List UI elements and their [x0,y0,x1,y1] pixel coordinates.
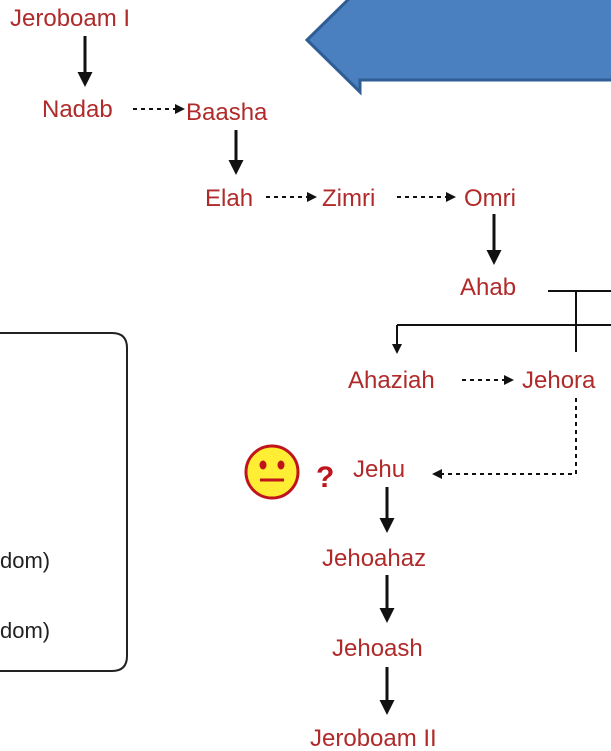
legend-box [0,332,128,672]
king-nadab: Nadab [42,96,113,123]
king-jeroboam-i: Jeroboam I [10,5,130,32]
king-jehoram: Jehora [522,367,596,394]
dashed-arrow-jehoram-jehu [432,398,577,479]
king-elah: Elah [205,185,253,212]
king-jehoahaz: Jehoahaz [322,545,426,572]
question-mark: ? [316,461,334,494]
double-arrow-banner [304,0,611,96]
king-ahaziah: Ahaziah [348,367,435,394]
king-zimri: Zimri [322,185,375,212]
king-jeroboam-ii: Jeroboam II [310,725,437,751]
legend-text-1: dom) [0,548,50,573]
king-omri: Omri [464,185,516,212]
king-baasha: Baasha [186,99,268,126]
king-jehu: Jehu [353,456,405,483]
smiley-face-icon [244,444,300,500]
king-jehoash: Jehoash [332,635,423,662]
legend-text-2: dom) [0,618,50,643]
king-ahab: Ahab [460,274,516,301]
